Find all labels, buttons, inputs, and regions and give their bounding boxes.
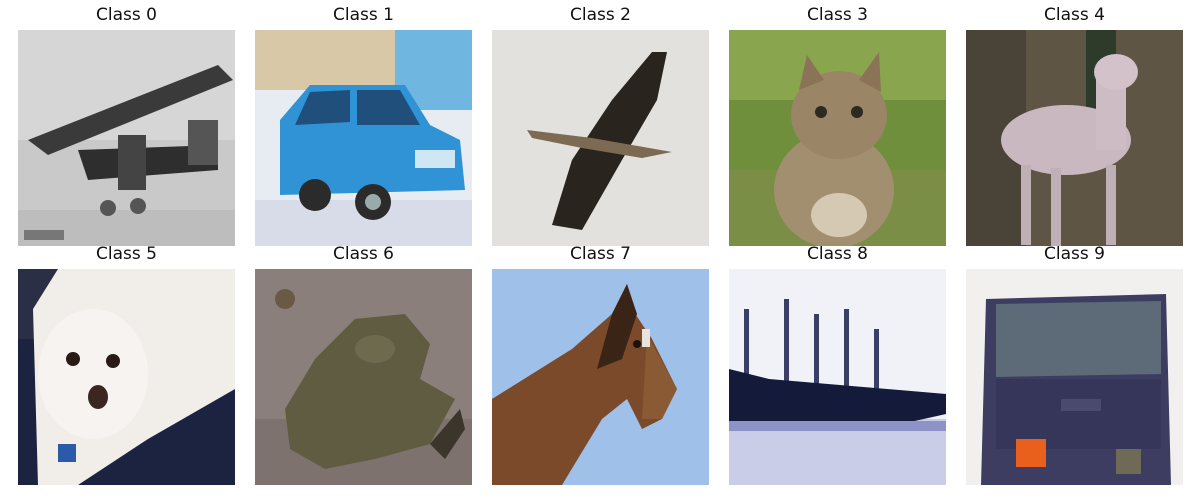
dog-image (18, 269, 235, 485)
bird-image (492, 30, 709, 246)
panel-title: Class 0 (96, 5, 157, 25)
panel-title: Class 8 (807, 244, 868, 264)
panel-title: Class 4 (1044, 5, 1105, 25)
panel-title: Class 1 (333, 5, 394, 25)
airplane-image (18, 30, 235, 246)
panel-title: Class 6 (333, 244, 394, 264)
horse-image (492, 269, 709, 485)
panel-title: Class 3 (807, 5, 868, 25)
panel-title: Class 9 (1044, 244, 1105, 264)
panel-title: Class 5 (96, 244, 157, 264)
frog-image (255, 269, 472, 485)
panel-title: Class 2 (570, 5, 631, 25)
truck-image (966, 269, 1183, 485)
panel-title: Class 7 (570, 244, 631, 264)
automobile-image (255, 30, 472, 246)
ship-image (729, 269, 946, 485)
deer-image (966, 30, 1183, 246)
cat-image (729, 30, 946, 246)
